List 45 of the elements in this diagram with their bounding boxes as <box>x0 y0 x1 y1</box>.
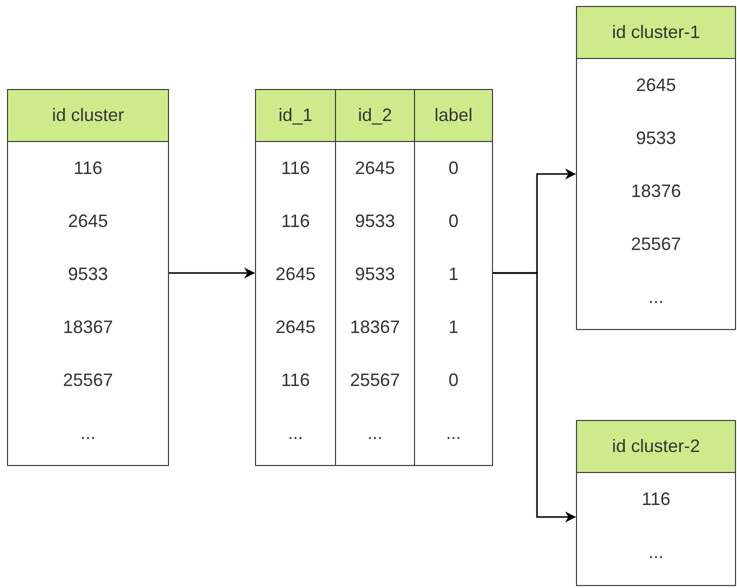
cell-text: ... <box>648 541 664 564</box>
cell-text: 25567 <box>350 369 400 392</box>
cell-text: 2645 <box>275 263 316 286</box>
cell-text: 1 <box>448 263 458 286</box>
header-text: id_1 <box>278 104 313 127</box>
cell-text: 2645 <box>354 157 396 180</box>
cell-text: 116 <box>281 157 310 180</box>
cell-text: 116 <box>281 210 310 233</box>
cell-text: 9533 <box>68 263 108 286</box>
header-text: id cluster-2 <box>612 435 700 458</box>
table-column <box>414 90 492 465</box>
arrow <box>169 268 256 278</box>
cell-text: 18376 <box>630 180 682 203</box>
cell-text: 25567 <box>62 369 114 392</box>
cell-text: 9533 <box>354 263 396 286</box>
cell-text: ... <box>367 422 382 445</box>
header-text: label <box>434 104 473 127</box>
arrow <box>493 272 576 522</box>
cell-text: 116 <box>642 488 670 511</box>
table-column <box>335 90 414 465</box>
cell-text: 0 <box>448 210 458 233</box>
cell-text: ... <box>80 422 96 445</box>
cell-text: 9533 <box>636 127 676 150</box>
cell-text: ... <box>648 286 664 309</box>
table-box <box>255 89 493 466</box>
table-box <box>576 6 736 330</box>
cell-text: 18367 <box>62 316 114 339</box>
cell-text: 25567 <box>630 233 682 256</box>
cell-text: 116 <box>74 157 102 180</box>
header-text: id_2 <box>358 104 392 127</box>
cell-text: 9533 <box>354 210 396 233</box>
cell-text: 0 <box>448 369 458 392</box>
header-text: id cluster-1 <box>612 21 700 44</box>
table-box <box>7 89 169 466</box>
cell-text: 0 <box>448 157 458 180</box>
header-text: id cluster <box>52 104 124 127</box>
cell-text: 18367 <box>350 316 400 339</box>
table-box <box>576 420 736 586</box>
cell-text: 116 <box>281 369 310 392</box>
cell-text: 2645 <box>275 316 316 339</box>
cell-text: 2645 <box>68 210 108 233</box>
cell-text: ... <box>446 422 461 445</box>
cell-text: 1 <box>448 316 458 339</box>
cell-text: ... <box>288 422 303 445</box>
cell-text: 2645 <box>636 74 676 97</box>
